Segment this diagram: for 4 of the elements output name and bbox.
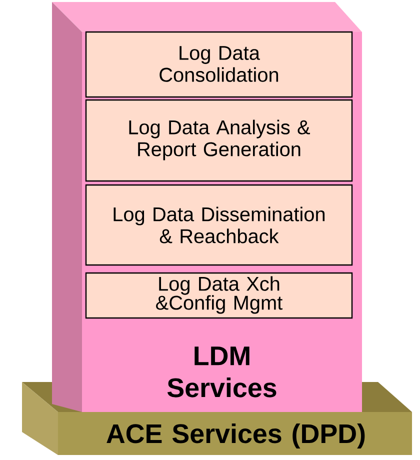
service-box: Log Data Analysis & Report Generation — [85, 99, 353, 182]
service-box: Log Data Dissemination & Reachback — [85, 184, 353, 266]
service-box: Log Data Xch &Config Mgmt — [85, 272, 353, 319]
service-box: Log Data Consolidation — [85, 31, 353, 98]
